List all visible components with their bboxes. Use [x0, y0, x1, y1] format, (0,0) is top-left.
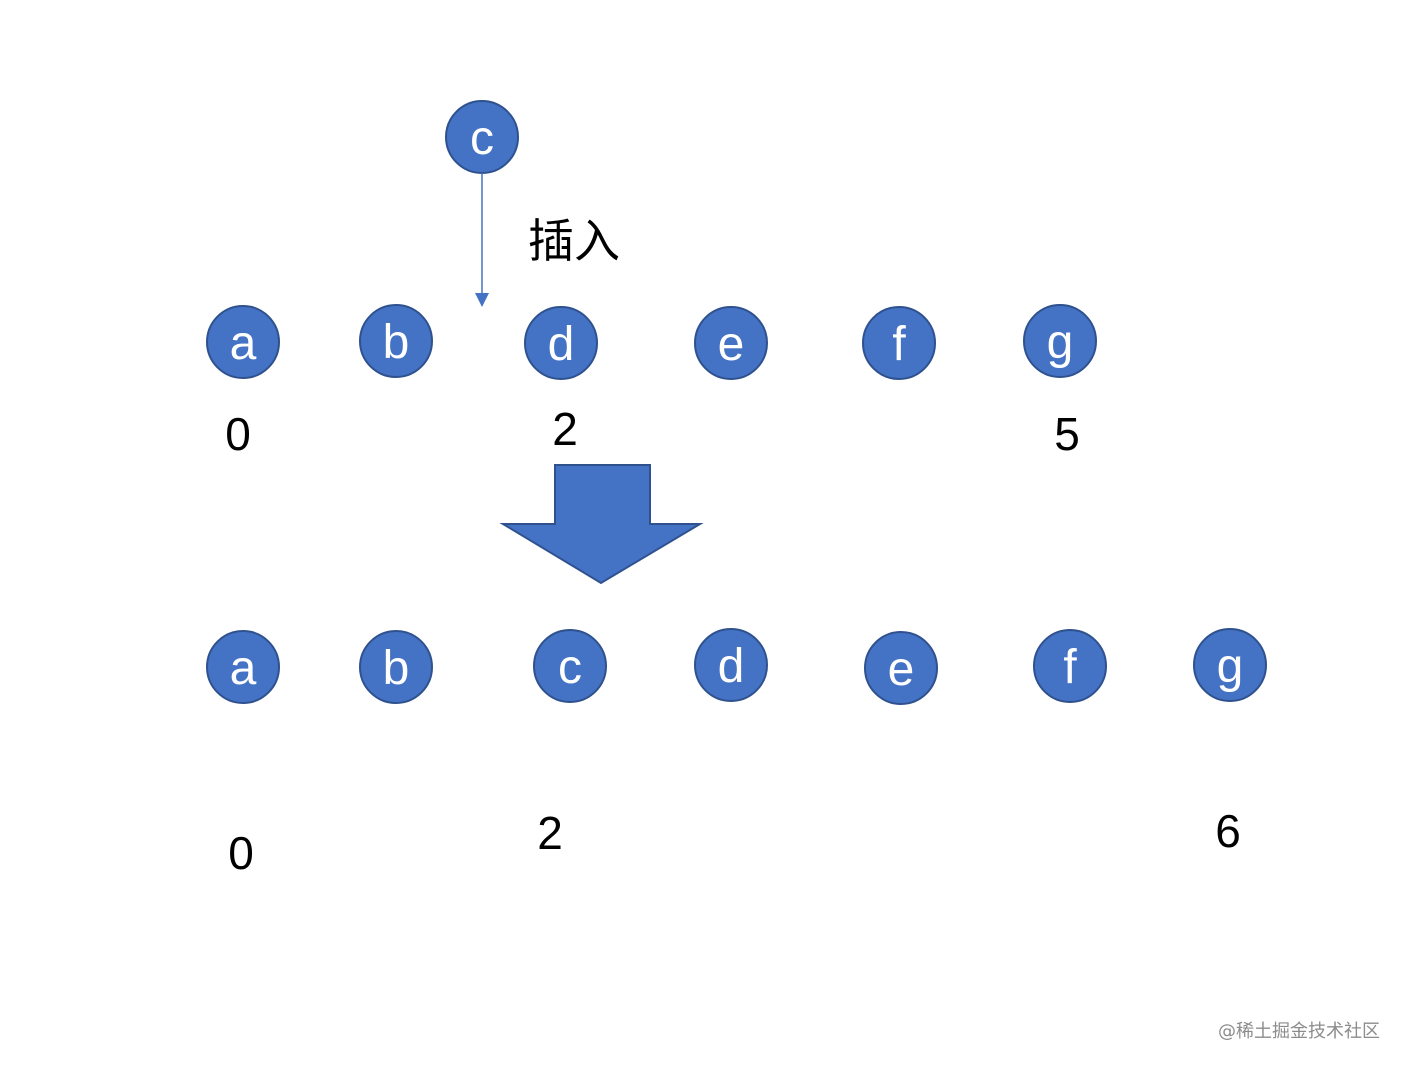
- insert-label: 插入: [528, 214, 620, 268]
- array-before-node-circle: [1023, 304, 1097, 378]
- array-before-index: 2: [552, 403, 578, 455]
- array-before-node-label: e: [718, 318, 745, 371]
- insert-node: c: [445, 100, 519, 174]
- insert-pointer-head: [475, 293, 489, 307]
- array-after-node-circle: [1193, 628, 1267, 702]
- insert-node-label: c: [470, 112, 494, 165]
- array-before-node-label: g: [1047, 316, 1074, 369]
- array-after-node-circle: [359, 630, 433, 704]
- array-after-node: b: [359, 630, 433, 704]
- array-before-node-circle: [206, 305, 280, 379]
- array-after-indices: 0 2 6: [228, 805, 1241, 879]
- array-after-node-label: g: [1217, 640, 1244, 693]
- array-before-node-label: a: [230, 317, 257, 370]
- array-after-node: e: [864, 631, 938, 705]
- array-after-index: 0: [228, 827, 254, 879]
- array-after-node-label: b: [383, 642, 410, 695]
- array-before-node-circle: [359, 304, 433, 378]
- array-before-index: 5: [1054, 408, 1080, 460]
- array-after-node: a: [206, 630, 280, 704]
- array-after-node-label: d: [718, 640, 745, 693]
- array-after-node-label: e: [888, 643, 915, 696]
- array-after-node: d: [694, 628, 768, 702]
- array-before: a b d e f g: [206, 304, 1097, 380]
- array-after-node-circle: [694, 628, 768, 702]
- array-after-node-circle: [206, 630, 280, 704]
- array-before-node-circle: [524, 306, 598, 380]
- array-before-node-circle: [694, 306, 768, 380]
- array-before-index: 0: [225, 408, 251, 460]
- array-after-index: 2: [537, 807, 563, 859]
- array-after-node-circle: [1033, 629, 1107, 703]
- insert-pointer-arrow: [475, 173, 489, 307]
- array-before-node: a: [206, 305, 280, 379]
- array-before-node: f: [862, 306, 936, 380]
- array-after: a b c d e f g: [206, 628, 1267, 705]
- array-after-node: c: [533, 629, 607, 703]
- array-after-node: g: [1193, 628, 1267, 702]
- array-before-indices: 0 2 5: [225, 403, 1080, 460]
- array-before-node-label: f: [892, 318, 906, 371]
- array-before-node-label: d: [548, 318, 575, 371]
- array-after-node-circle: [864, 631, 938, 705]
- array-before-node-label: b: [383, 316, 410, 369]
- watermark: @稀土掘金技术社区: [1218, 1021, 1380, 1042]
- array-before-node: b: [359, 304, 433, 378]
- array-after-node-circle: [533, 629, 607, 703]
- array-before-node: e: [694, 306, 768, 380]
- array-after-index: 6: [1215, 805, 1241, 857]
- array-before-node: d: [524, 306, 598, 380]
- array-after-node-label: a: [230, 642, 257, 695]
- array-before-node: g: [1023, 304, 1097, 378]
- array-after-node-label: f: [1063, 641, 1077, 694]
- array-before-node-circle: [862, 306, 936, 380]
- array-after-node: f: [1033, 629, 1107, 703]
- transition-down-arrow: [499, 464, 704, 585]
- array-after-node-label: c: [558, 641, 582, 694]
